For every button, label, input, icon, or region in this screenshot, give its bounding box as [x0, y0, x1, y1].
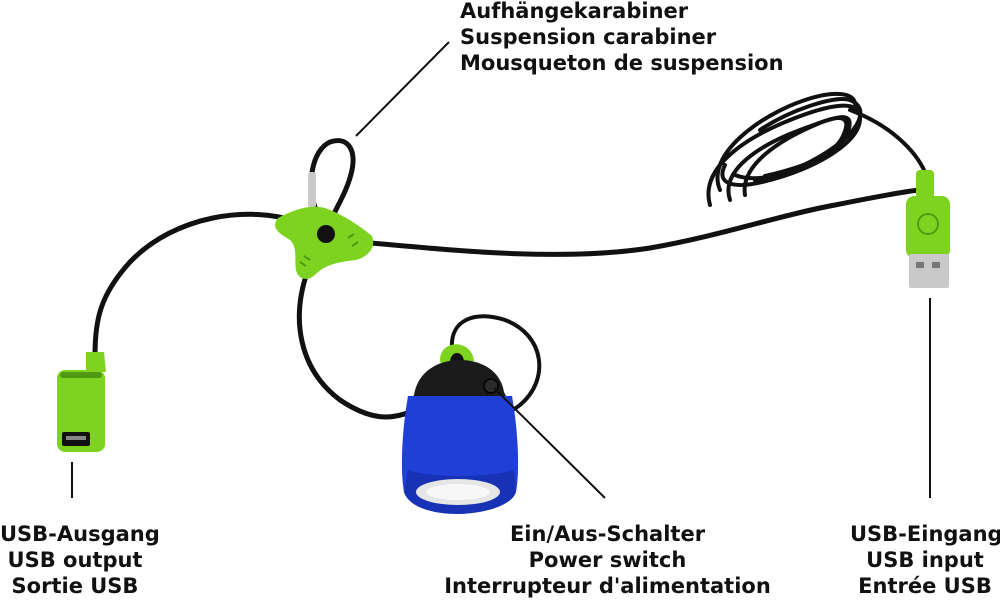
- label-carabiner-fr: Mousqueton de suspension: [460, 51, 784, 75]
- label-usb-input-en: USB input: [866, 548, 984, 572]
- splitter-hole: [317, 225, 335, 243]
- label-power-switch-en: Power switch: [528, 548, 687, 572]
- usb-output-connector: [57, 352, 106, 452]
- label-usb-output-en: USB output: [7, 548, 143, 572]
- label-power-switch-de: Ein/Aus-Schalter: [509, 522, 706, 546]
- label-usb-input-de: USB-Eingang: [850, 522, 1000, 546]
- label-usb-output-de: USB-Ausgang: [0, 522, 160, 546]
- leader-lines: [71, 41, 931, 499]
- cable-to-usb-output: [92, 211, 301, 358]
- leader-power-switch: [493, 387, 606, 499]
- cable-to-lamp: [296, 267, 413, 420]
- label-carabiner-en: Suspension carabiner: [460, 25, 717, 49]
- label-usb-input: USB-Eingang USB input Entrée USB: [850, 521, 1000, 599]
- usb-logo-mark: [917, 213, 939, 235]
- splitter-hub: [275, 206, 374, 279]
- carabiner: [308, 138, 356, 224]
- label-carabiner-de: Aufhängekarabiner: [460, 0, 689, 23]
- leader-carabiner: [355, 41, 450, 137]
- label-usb-output-fr: Sortie USB: [11, 574, 139, 598]
- label-usb-input-fr: Entrée USB: [858, 574, 992, 598]
- cables: [92, 91, 927, 420]
- coiled-cable: [706, 91, 927, 207]
- usb-input-connector: [906, 170, 950, 288]
- lamp: [401, 344, 519, 514]
- label-usb-output: USB-Ausgang USB output Sortie USB: [0, 521, 160, 599]
- label-suspension-carabiner: Aufhängekarabiner Suspension carabiner M…: [460, 0, 784, 76]
- cable-to-usb-input: [357, 187, 925, 257]
- label-power-switch: Ein/Aus-Schalter Power switch Interrupte…: [440, 521, 775, 599]
- label-power-switch-fr: Interrupteur d'alimentation: [444, 574, 771, 598]
